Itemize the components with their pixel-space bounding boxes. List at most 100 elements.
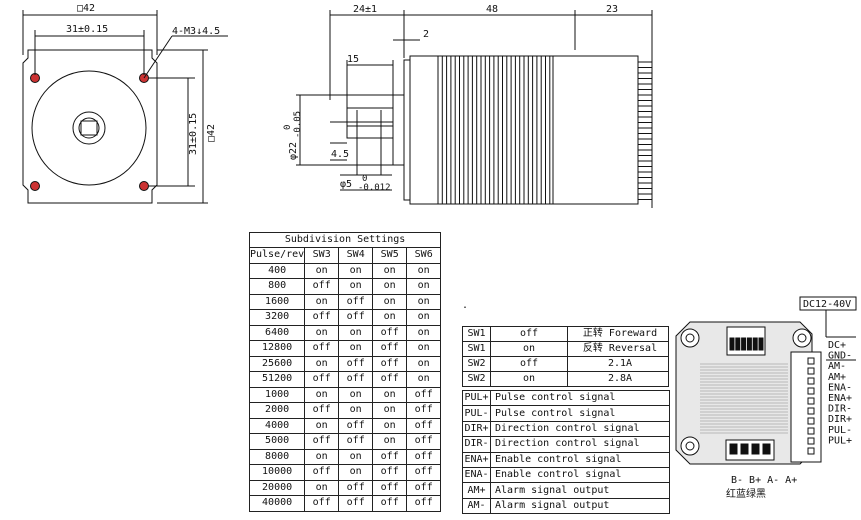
switch-state-cell: off	[490, 356, 568, 372]
switch-state-cell: on	[304, 293, 340, 310]
connector-pin	[807, 417, 815, 425]
switch-state-cell: off	[304, 433, 340, 450]
pulse-rev-cell: 20000	[248, 479, 306, 496]
switch-state-cell: on	[406, 340, 442, 357]
switch-state-cell: on	[304, 324, 340, 341]
switch-state-cell: on	[372, 278, 408, 295]
front-view	[22, 10, 228, 204]
label-width: □42	[77, 3, 95, 14]
switch-state-cell: on	[338, 448, 374, 465]
dip-switch-key[interactable]	[735, 337, 741, 351]
pulse-rev-cell: 25600	[248, 355, 306, 372]
driver-pin-label: AM+	[828, 372, 846, 383]
subdivision-table: Subdivision Settings Pulse/rev SW3 SW4 S…	[248, 232, 442, 512]
label-body-length: 48	[486, 4, 498, 15]
switch-state-cell: on	[406, 371, 442, 388]
switch-state-cell: off	[304, 340, 340, 357]
signal-row: ENA-Enable control signal	[462, 466, 670, 484]
pulse-rev-cell: 51200	[248, 371, 306, 388]
shaft-outer-circle	[72, 111, 106, 145]
pulse-rev-cell: 8000	[248, 448, 306, 465]
switch-state-cell: off	[338, 479, 374, 496]
switch-state-cell: off	[372, 464, 408, 481]
dip-switch-key[interactable]	[729, 337, 735, 351]
label-height: □42	[206, 124, 217, 142]
switch-state-cell: on	[304, 479, 340, 496]
driver-pin-label: AM-	[828, 361, 846, 372]
dip-switch-keys[interactable]	[729, 337, 764, 351]
switch-name-cell: SW1	[462, 326, 491, 342]
label-flange-offset: 2	[423, 29, 429, 40]
leader-hole-spec	[143, 35, 173, 79]
signal-pin-cell: ENA-	[462, 466, 491, 484]
label-hole-pitch-v: 31±0.15	[188, 113, 199, 155]
pulse-rev-cell: 6400	[248, 324, 306, 341]
switch-state-cell: on	[338, 402, 374, 419]
dip-switch-key[interactable]	[741, 337, 747, 351]
label-power: DC12-40V	[803, 299, 851, 310]
switch-function-cell: 2.8A	[567, 371, 669, 387]
pulse-rev-cell: 3200	[248, 309, 306, 326]
driver-hole-bl-inner	[685, 441, 695, 451]
signal-row: AM+Alarm signal output	[462, 482, 670, 499]
driver-hole-tr	[792, 328, 812, 348]
dip-switch-key[interactable]	[752, 337, 758, 351]
pulse-rev-cell: 10000	[248, 464, 306, 481]
signal-description-cell: Enable control signal	[490, 466, 670, 484]
driver-housing	[552, 55, 639, 205]
signal-row: AM-Alarm signal output	[462, 497, 670, 515]
driver-hole-bl	[680, 436, 700, 456]
switch-state-cell: off	[304, 464, 340, 481]
signal-description-cell: Enable control signal	[490, 451, 670, 468]
header-sw6: SW6	[406, 247, 442, 264]
switch-state-cell: on	[338, 340, 374, 357]
motor-connector	[725, 439, 775, 461]
motor-face-outline	[22, 49, 158, 204]
switch-state-cell: on	[338, 278, 374, 295]
switch-state-cell: off	[406, 386, 442, 403]
switch-state-cell: on	[372, 262, 408, 279]
switch-state-cell: on	[490, 341, 568, 357]
switch-state-cell: off	[338, 417, 374, 434]
switch-state-cell: off	[372, 479, 408, 496]
label-hole-pitch: 31±0.15	[66, 24, 108, 35]
dip-switch-key[interactable]	[758, 337, 764, 351]
dip-switch-key[interactable]	[746, 337, 752, 351]
connector-pin	[807, 447, 815, 455]
front-flange	[403, 59, 411, 201]
pulse-rev-cell: 1600	[248, 293, 306, 310]
switch-state-cell: on	[372, 402, 408, 419]
driver-texture	[700, 363, 788, 434]
driver-pin-label: ENA+	[828, 393, 852, 404]
label-driver-length: 23	[606, 4, 618, 15]
signal-pin-cell: ENA+	[462, 451, 491, 468]
header-sw4: SW4	[338, 247, 374, 264]
switch-state-cell: off	[338, 309, 374, 326]
switch-name-cell: SW1	[462, 341, 491, 357]
motor-pin	[762, 443, 771, 455]
driver-pin-label: PUL-	[828, 425, 852, 436]
pulse-rev-cell: 5000	[248, 433, 306, 450]
switch-state-cell: on	[406, 355, 442, 372]
label-boss-dia: φ22	[288, 142, 299, 160]
signal-pin-cell: AM+	[462, 482, 491, 499]
label-shaft-dia: φ5	[340, 179, 352, 190]
signal-description-cell: Alarm signal output	[490, 482, 670, 499]
driver-pin-label: DC+	[828, 340, 846, 351]
switch-state-cell: off	[406, 402, 442, 419]
switch-state-cell: on	[304, 262, 340, 279]
switch-state-cell: on	[338, 262, 374, 279]
switch-state-cell: off	[304, 495, 340, 512]
driver-body	[675, 321, 813, 465]
